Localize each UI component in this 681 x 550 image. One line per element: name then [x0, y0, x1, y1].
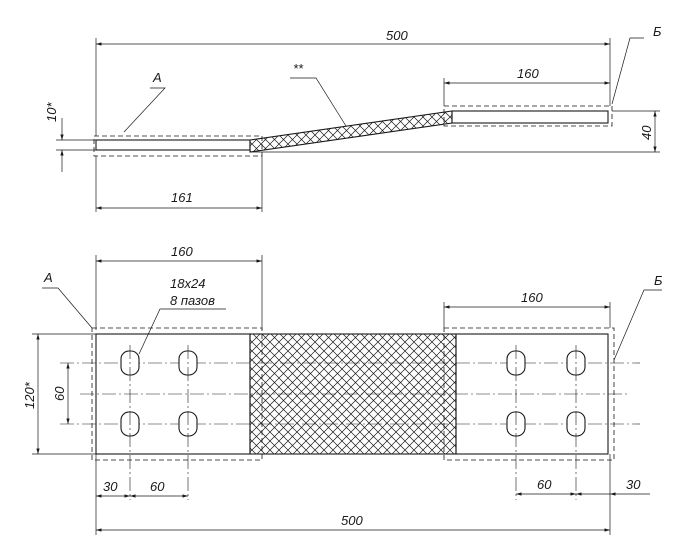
side-leader-a: [123, 87, 166, 133]
plan-leader-b: [613, 289, 662, 361]
side-dim-end-a-text: 161: [171, 190, 193, 205]
side-end-a-bar: [95, 139, 251, 151]
side-note-mark: **: [293, 61, 304, 76]
plan-slot-count: 8 пазов: [170, 293, 215, 308]
plan-view: 160 160 18x24 8 пазов A Б 120* 60 30 60: [22, 244, 663, 535]
plan-dim-overall-text: 500: [341, 513, 363, 528]
plan-dim-end-a-text: 160: [171, 244, 193, 259]
plan-slot-leader: [138, 308, 226, 355]
side-dim-height-text: 40: [639, 125, 654, 140]
side-dim-overall-text: 500: [386, 28, 408, 43]
side-leader-note: [290, 77, 347, 127]
side-label-b: Б: [653, 24, 662, 39]
side-view: 500 160 161 40 10* A Б **: [44, 24, 662, 212]
side-dim-thickness-text: 10*: [44, 102, 59, 122]
plan-dim-hole-left-text: 60: [150, 479, 165, 494]
side-leader-b: [611, 37, 644, 105]
plan-dim-edge-left-text: 30: [103, 479, 118, 494]
slot-center-marks: [129, 345, 577, 500]
plan-dim-end-b-text: 160: [521, 290, 543, 305]
plan-label-a: A: [43, 270, 53, 285]
side-label-a: A: [152, 70, 162, 85]
plan-slot-size: 18x24: [170, 276, 205, 291]
plan-leader-a: [42, 287, 93, 329]
side-end-b-bar: [451, 110, 609, 124]
plan-dim-hole-right-text: 60: [537, 477, 552, 492]
side-flexible-section: [249, 110, 453, 153]
side-end-b-outline: [443, 105, 613, 127]
plan-dim-edge-right-text: 30: [626, 477, 641, 492]
side-end-a-outline: [93, 135, 263, 157]
plan-dim-hole-v-text: 60: [52, 386, 67, 401]
side-dim-end-b-text: 160: [517, 66, 539, 81]
plan-dim-width-text: 120*: [22, 381, 37, 409]
plan-label-b: Б: [654, 273, 663, 288]
